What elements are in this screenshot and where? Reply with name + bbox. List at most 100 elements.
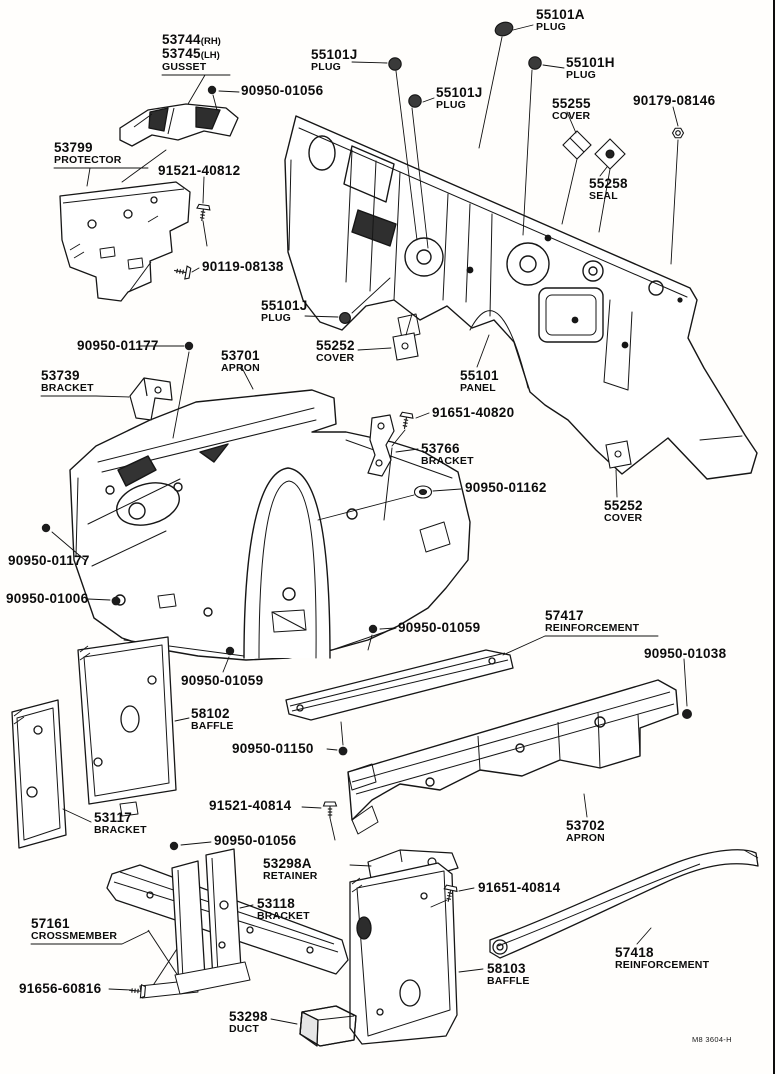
part-number: 90179-08146 (633, 93, 716, 108)
page-code: M8 3604-H (692, 1035, 732, 1044)
part-label-57161: 57161 CROSSMEMBER (31, 916, 118, 943)
part-label-90950-01059-left: 90950-01059 (181, 673, 264, 688)
part-label-55101h: 55101H PLUG (566, 55, 615, 82)
part-name: COVER (316, 352, 355, 365)
part-label-91651-40820: 91651-40820 (432, 405, 515, 420)
part-number: 55101H (566, 55, 615, 70)
protector-art (59, 181, 191, 302)
part-number: 55101J (261, 298, 308, 313)
part-label-55101j-low: 55101J PLUG (261, 298, 308, 325)
part-number: 90950-01150 (232, 741, 314, 756)
part-number: 53744(RH) (162, 32, 221, 47)
part-label-90119-08138: 90119-08138 (202, 259, 284, 274)
part-name: CROSSMEMBER (31, 930, 118, 943)
part-number: 58103 (487, 961, 526, 976)
clip-grommets-art (41, 85, 692, 851)
part-number: 90950-01038 (644, 646, 727, 661)
part-name: GUSSET (162, 60, 207, 73)
part-number: 91651-40814 (478, 880, 561, 895)
part-name: APRON (566, 832, 605, 845)
part-name: PLUG (566, 69, 596, 82)
part-name: PLUG (311, 61, 341, 74)
part-number: 55101J (436, 85, 483, 100)
page-edge-line (773, 0, 775, 1074)
part-number: 90950-01056 (214, 833, 297, 848)
gusset-art (119, 103, 239, 147)
part-number: 53766 (421, 441, 460, 456)
part-number: 53298 (229, 1009, 268, 1024)
part-name: REINFORCEMENT (615, 959, 710, 972)
part-number: 55252 (604, 498, 643, 513)
part-label-55252-left: 55252 COVER (316, 338, 355, 365)
part-name: BAFFLE (191, 720, 234, 733)
part-name: PLUG (261, 312, 291, 325)
part-name: COVER (552, 110, 591, 123)
part-number: 90950-01006 (6, 591, 89, 606)
part-number: 90950-01177 (77, 338, 159, 353)
part-label-55101j-top: 55101J PLUG (311, 47, 358, 74)
part-number: 55101J (311, 47, 358, 62)
part-name: PLUG (436, 99, 466, 112)
part-label-90950-01056-top: 90950-01056 (241, 83, 323, 98)
part-number: 57417 (545, 608, 584, 623)
part-number: 55258 (589, 176, 628, 191)
part-label-53118: 53118 BRACKET (257, 896, 310, 922)
bracket-53118-art (171, 848, 251, 995)
duct-art (299, 1005, 357, 1047)
part-number: 91651-40820 (432, 405, 515, 420)
part-label-53701: 53701 APRON (221, 348, 260, 375)
part-label-90950-01177-top: 90950-01177 (77, 338, 159, 353)
part-number: 53118 (257, 896, 296, 911)
part-number: 91521-40812 (158, 163, 241, 178)
part-name: APRON (221, 362, 260, 375)
part-label-53739: 53739 BRACKET (41, 368, 94, 394)
bracket-53766-art (367, 414, 395, 477)
part-label-53298: 53298 DUCT (229, 1009, 268, 1036)
part-name: COVER (604, 512, 643, 525)
part-label-90179-08146: 90179-08146 (633, 93, 716, 108)
plug-55101j-art (388, 57, 402, 71)
part-name: RETAINER (263, 870, 318, 883)
part-label-58102: 58102 BAFFLE (191, 706, 234, 733)
part-label-53799: 53799 PROTECTOR (54, 140, 122, 166)
part-label-91521-40814: 91521-40814 (209, 798, 291, 813)
screw-90119-08138-art (172, 263, 192, 281)
part-number: 55101A (536, 7, 585, 22)
part-number: 90950-01059 (398, 620, 481, 635)
part-name: BRACKET (421, 455, 474, 468)
part-name: DUCT (229, 1023, 259, 1036)
part-label-55255: 55255 COVER (552, 96, 591, 123)
part-number: 90950-01059 (181, 673, 264, 688)
cover-55252-left-art (392, 332, 419, 361)
part-number: 53702 (566, 818, 605, 833)
part-label-58103: 58103 BAFFLE (487, 961, 530, 987)
part-label-55252-right: 55252 COVER (604, 498, 643, 525)
part-label-57418: 57418 REINFORCEMENT (615, 945, 710, 972)
part-label-57417: 57417 REINFORCEMENT (545, 608, 640, 635)
plug-55101j-art (339, 312, 351, 324)
plug-55101a-art (494, 21, 514, 37)
bracket-53117-art (11, 699, 67, 849)
part-label-90950-01150: 90950-01150 (232, 741, 314, 756)
leader-lines (30, 24, 688, 1025)
part-name: REINFORCEMENT (545, 622, 640, 635)
part-number: 53799 (54, 140, 93, 155)
plugs-and-covers-art (339, 21, 632, 499)
bolt-91656-60816-art (127, 983, 147, 999)
part-label-55258: 55258 SEAL (589, 176, 628, 202)
part-label-55101j-mid: 55101J PLUG (436, 85, 483, 112)
part-number: 58102 (191, 706, 230, 721)
part-number: 55255 (552, 96, 591, 111)
part-label-55101: 55101 PANEL (460, 368, 499, 394)
part-number: 90119-08138 (202, 259, 284, 274)
bracket-53739-art (129, 377, 173, 421)
part-label-90950-01038: 90950-01038 (644, 646, 727, 661)
part-number: 53745(LH) (162, 46, 220, 62)
part-label-91521-40812: 91521-40812 (158, 163, 241, 178)
part-number: 55252 (316, 338, 355, 353)
part-number: 53298A (263, 856, 312, 871)
bolt-91651-40820-art (397, 411, 415, 431)
bolt-91521-40812-art (194, 203, 211, 223)
